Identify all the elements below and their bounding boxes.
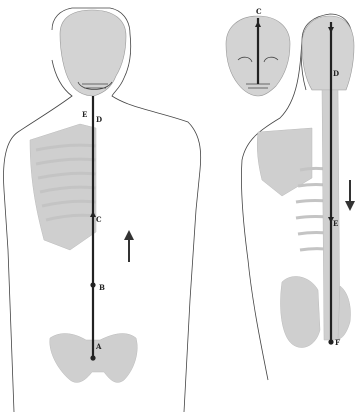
point-label-e: E (82, 110, 87, 119)
front-skull (60, 10, 126, 96)
point-label-b: B (99, 283, 105, 292)
down-arrow (345, 180, 355, 211)
point-label-a: A (95, 342, 102, 351)
front-rib-cage (30, 124, 96, 250)
point-label-e: E (333, 219, 338, 228)
point-marker-f (328, 339, 333, 344)
up-arrow (124, 230, 134, 262)
point-label-f: F (335, 338, 340, 347)
back-pelvis (280, 276, 320, 347)
point-marker-a (90, 355, 95, 360)
point-marker-b (90, 282, 95, 287)
point-label-c: C (96, 215, 102, 224)
point-label-c: C (256, 7, 262, 16)
back-head (302, 16, 354, 90)
point-label-d: D (96, 115, 102, 124)
point-label-d: D (333, 69, 339, 78)
back-hip (338, 286, 351, 338)
front-figure (4, 8, 201, 412)
